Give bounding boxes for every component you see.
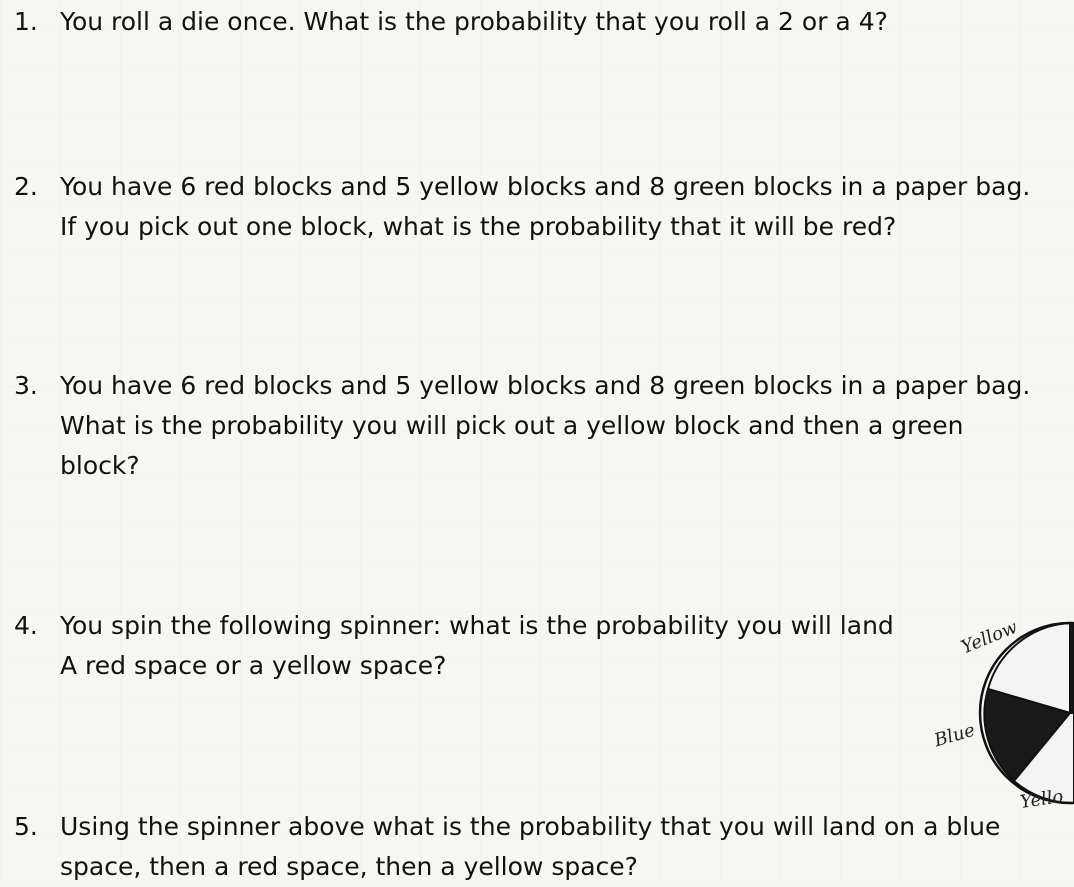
question-text: You have 6 red blocks and 5 yellow block… xyxy=(60,172,1031,201)
spinner-rim xyxy=(978,621,1074,805)
spinner-diagram xyxy=(978,621,1074,805)
question-text: You roll a die once. What is the probabi… xyxy=(60,7,888,36)
question-text: A red space or a yellow space? xyxy=(60,651,447,680)
question-text: block? xyxy=(60,451,140,480)
question-4: 4. You spin the following spinner: what i… xyxy=(14,606,894,686)
question-number: 2. xyxy=(14,172,38,201)
question-1: 1. You roll a die once. What is the proba… xyxy=(14,2,888,42)
question-text: You spin the following spinner: what is … xyxy=(60,611,894,640)
question-number: 3. xyxy=(14,371,38,400)
question-text: What is the probability you will pick ou… xyxy=(60,411,964,440)
question-text: Using the spinner above what is the prob… xyxy=(60,812,1001,841)
spinner-figure: Yellow Blue Yello xyxy=(930,605,1074,820)
question-number: 5. xyxy=(14,812,38,841)
question-text: space, then a red space, then a yellow s… xyxy=(60,852,638,881)
question-number: 1. xyxy=(14,7,38,36)
question-2: 2. You have 6 red blocks and 5 yellow blo… xyxy=(14,167,1030,247)
spinner-segment-dark-top xyxy=(1069,621,1074,714)
spinner-segment-blue xyxy=(983,687,1072,783)
question-text: You have 6 red blocks and 5 yellow block… xyxy=(60,371,1031,400)
question-5: 5. Using the spinner above what is the pr… xyxy=(14,807,1000,887)
question-number: 4. xyxy=(14,611,38,640)
question-3: 3. You have 6 red blocks and 5 yellow blo… xyxy=(14,366,1030,486)
question-text: If you pick out one block, what is the p… xyxy=(60,212,897,241)
